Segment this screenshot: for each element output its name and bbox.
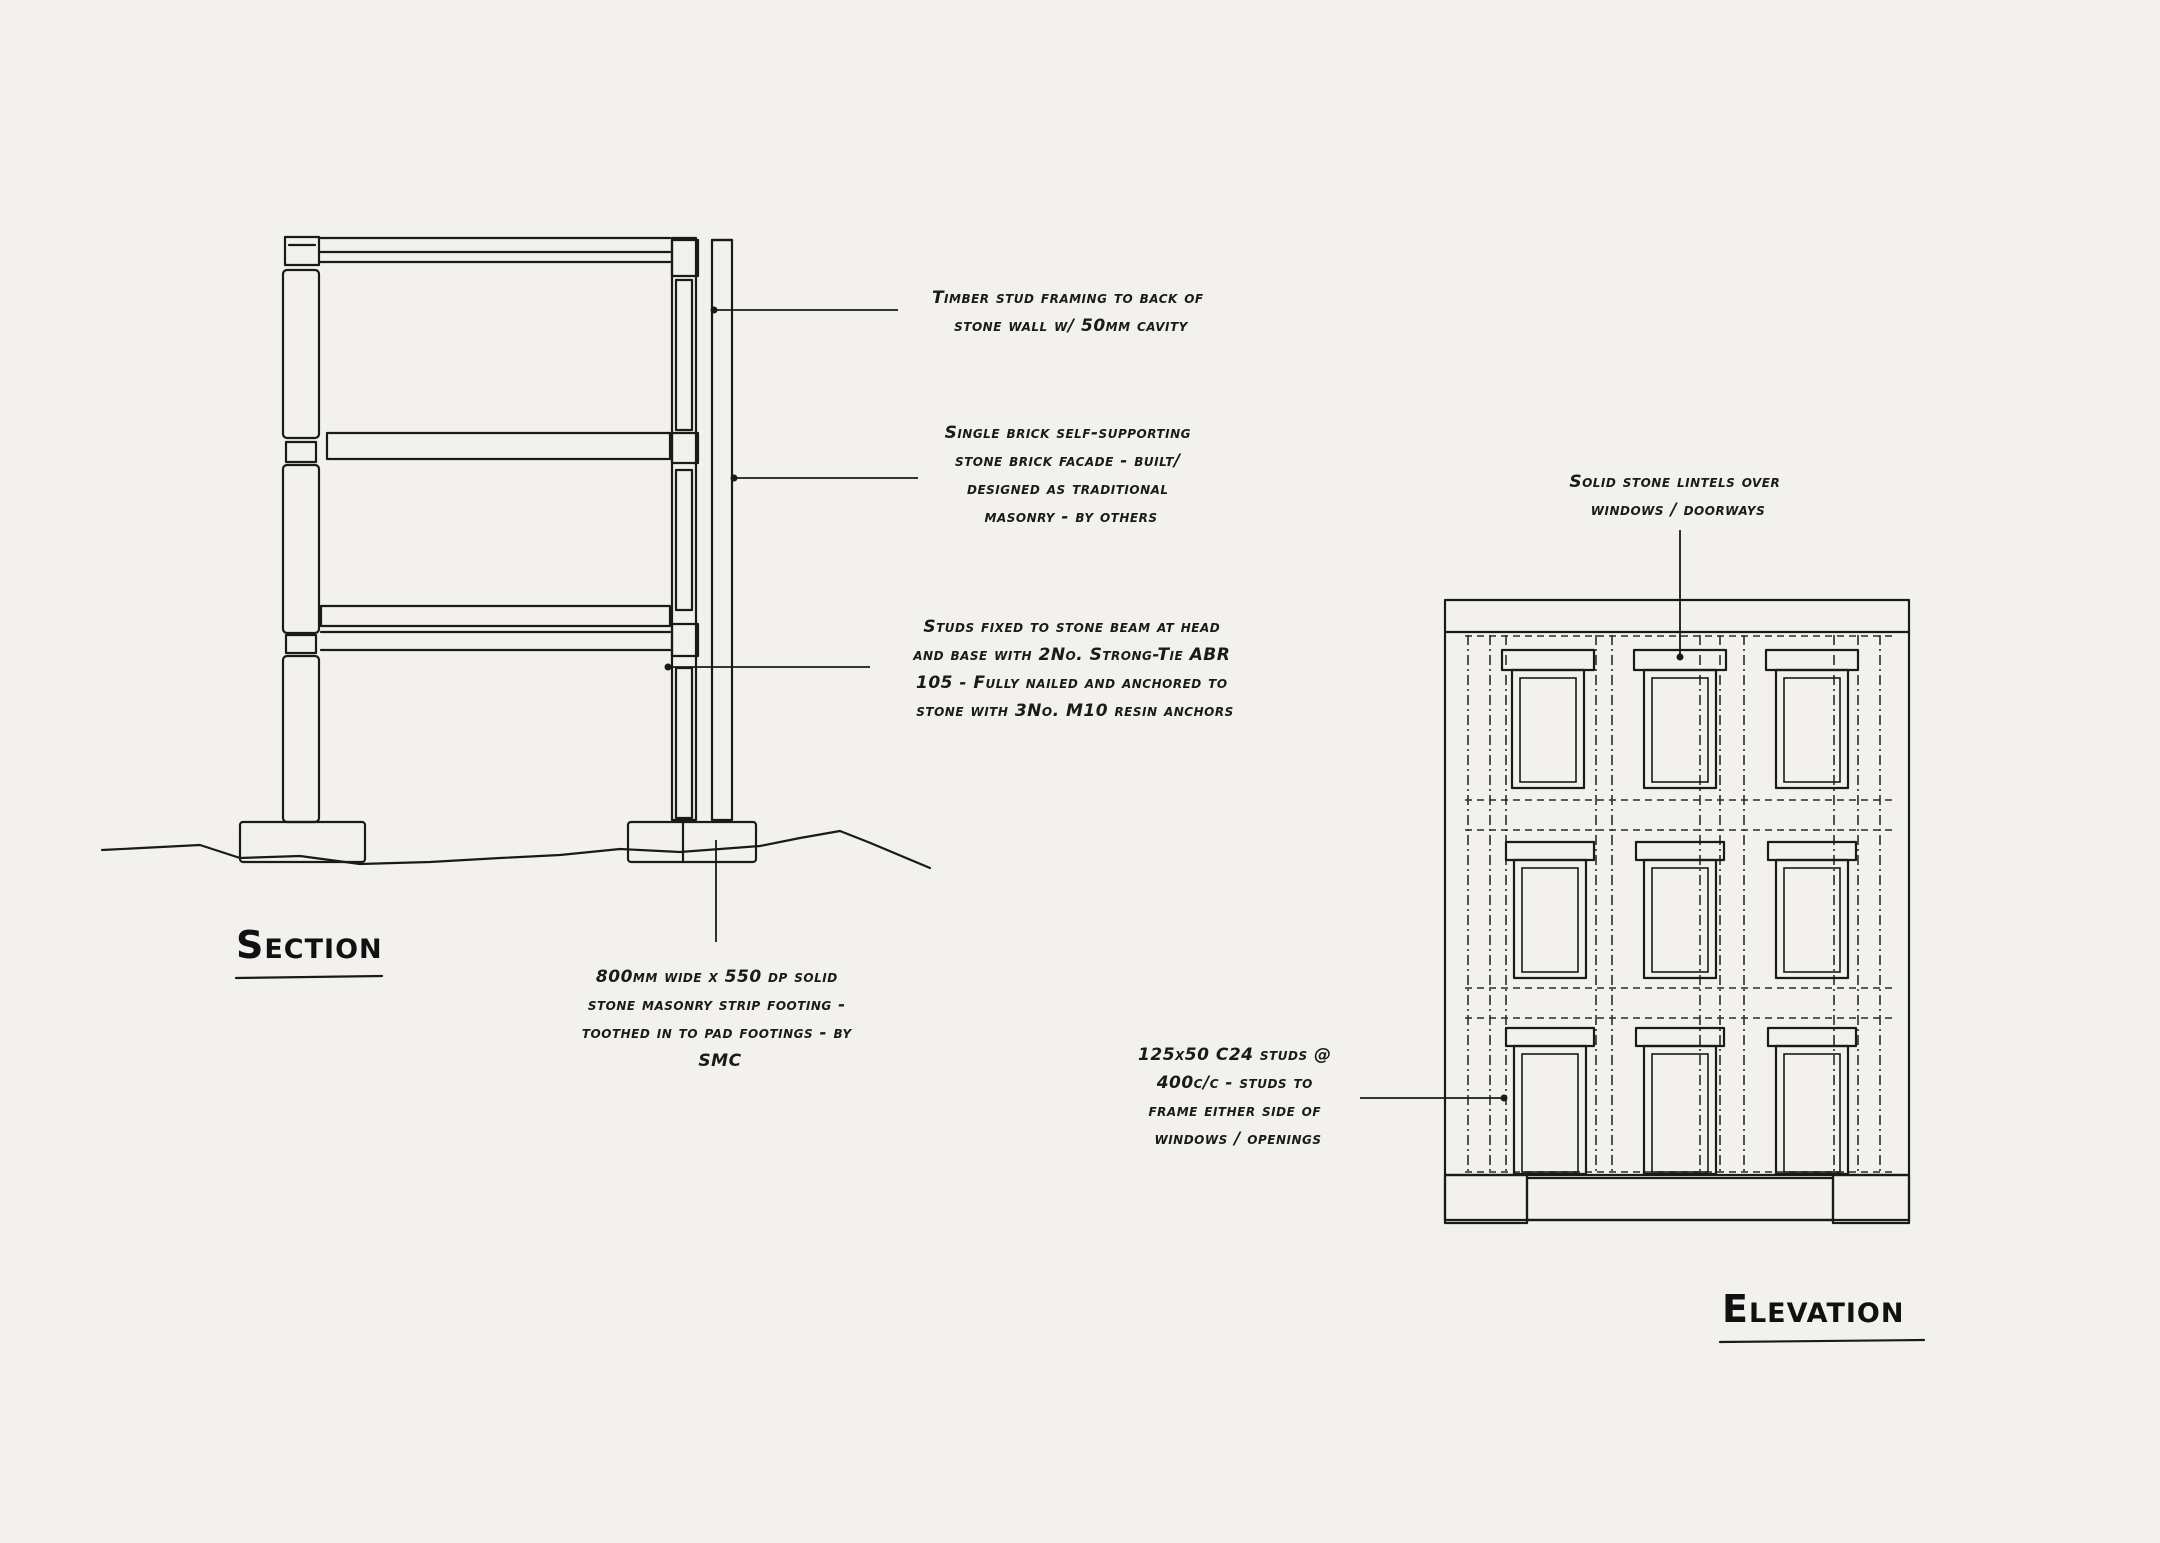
elevation-title: Elevation bbox=[1722, 1287, 1904, 1331]
brick-facade-note: Single brick self-supporting stone brick… bbox=[945, 423, 1198, 527]
footing-note: 800mm wide x 550 dp solid stone masonry … bbox=[582, 967, 858, 1071]
left-column bbox=[238, 235, 367, 864]
right-stud-column bbox=[670, 236, 700, 822]
window bbox=[1504, 840, 1596, 980]
elevation-drawing: Solid stone lintels over windows / doorw… bbox=[1138, 472, 1926, 1344]
timber-stud-note: Timber stud framing to back of stone wal… bbox=[932, 288, 1210, 336]
floor-bands bbox=[1465, 635, 1895, 1173]
section-drawing: Timber stud framing to back of stone wal… bbox=[100, 235, 1237, 1071]
stone-facade bbox=[710, 238, 734, 822]
section-title-underline bbox=[234, 974, 384, 980]
window bbox=[1634, 840, 1726, 980]
window bbox=[1764, 648, 1860, 790]
lintels-note: Solid stone lintels over windows / doorw… bbox=[1569, 472, 1786, 520]
window bbox=[1766, 840, 1858, 980]
window-grid bbox=[1500, 648, 1860, 1176]
window bbox=[1500, 648, 1596, 790]
window bbox=[1504, 1026, 1596, 1176]
elevation-leaders bbox=[1360, 530, 1684, 1102]
section-title: Section bbox=[236, 923, 383, 967]
window bbox=[1766, 1026, 1858, 1176]
window bbox=[1634, 1026, 1726, 1176]
studs bbox=[1505, 635, 1835, 1172]
floor-beam-1 bbox=[319, 604, 672, 652]
section-leaders bbox=[664, 306, 918, 942]
floor-beam-2 bbox=[325, 431, 672, 461]
right-footing bbox=[626, 820, 758, 864]
elevation-title-underline bbox=[1718, 1338, 1926, 1344]
elevation-studs-note: 125x50 C24 studs @ 400c/c - studs to fra… bbox=[1138, 1045, 1338, 1149]
studs-fixed-note: Studs fixed to stone beam at head and ba… bbox=[912, 617, 1237, 721]
ground-line bbox=[100, 829, 932, 870]
top-beam bbox=[317, 236, 672, 264]
window bbox=[1632, 648, 1728, 790]
